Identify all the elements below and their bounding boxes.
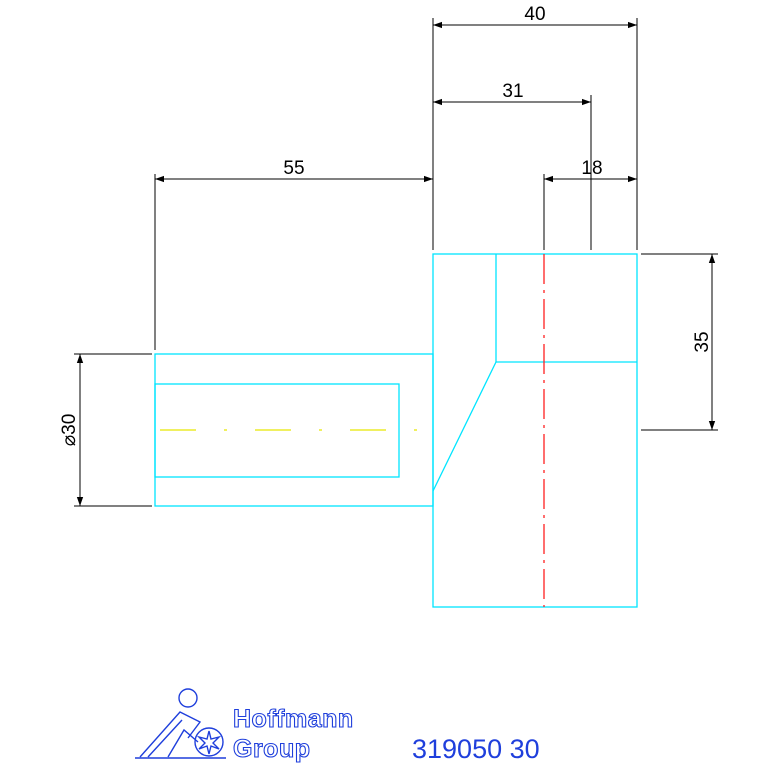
shank-outer <box>154 353 434 507</box>
dim-label-35: 35 <box>692 331 713 352</box>
dim-label-40: 40 <box>524 4 545 25</box>
shank-bore <box>154 383 400 478</box>
hoffmann-logo: Hoffmann Group <box>135 688 354 764</box>
head-chamfer <box>432 361 497 492</box>
part-outline <box>154 253 638 608</box>
head-block <box>432 253 638 608</box>
dim-label-diameter-30: ⌀30 <box>59 414 80 447</box>
logo-line1: Hoffmann <box>233 705 354 733</box>
dim-label-55: 55 <box>283 158 304 179</box>
dimension-lines <box>74 18 718 507</box>
hoffmann-figure-icon <box>135 688 226 759</box>
dim-label-31: 31 <box>502 81 523 102</box>
logo-line2: Group <box>233 735 311 763</box>
part-number: 319050 30 <box>412 734 540 764</box>
dim-label-18: 18 <box>581 158 602 179</box>
